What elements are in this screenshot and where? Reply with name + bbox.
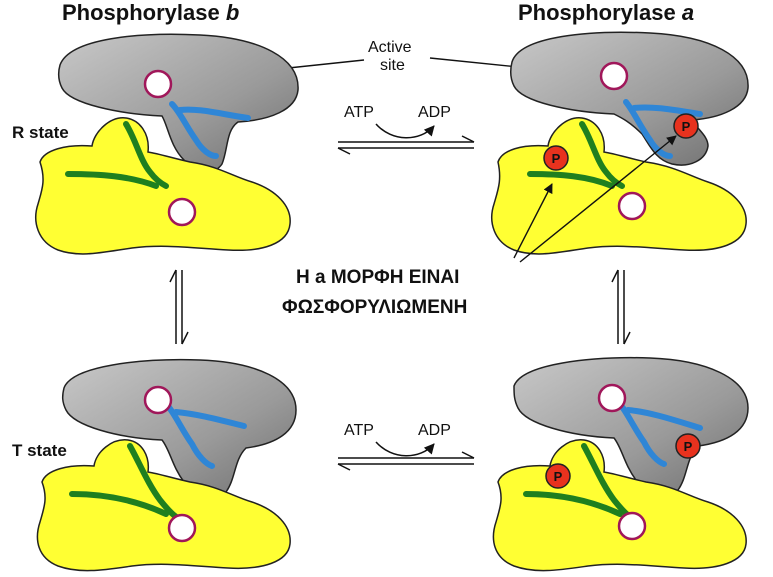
- callout-line2: ΦΩΣΦΟΡΥΛΙΩΜΕΝΗ: [282, 297, 467, 318]
- blue-helix: [165, 403, 215, 469]
- phosphate-group: P: [673, 113, 699, 139]
- blue-helix-branch: [631, 104, 703, 117]
- label-t-state: T state: [12, 441, 67, 460]
- phosphate-group: P: [545, 463, 571, 489]
- phosphate-circle: [673, 113, 699, 139]
- adp-label: ADP: [418, 104, 451, 121]
- phosphate-circle: [675, 433, 701, 459]
- blue-helix-branch: [177, 106, 251, 121]
- title-phosphorylase-a: Phosphorylase a: [518, 0, 694, 25]
- green-helix: [123, 121, 169, 189]
- binding-site-ring: [167, 513, 197, 543]
- green-helix-branch: [69, 491, 169, 517]
- blue-helix-branch: [173, 409, 247, 429]
- active-site-label-line1: Active: [368, 39, 412, 56]
- blue-helix: [617, 401, 667, 467]
- green-helix: [127, 443, 181, 521]
- phosphate-circle: [543, 145, 569, 171]
- callout-arrow-to-phosphate-2: [519, 135, 677, 263]
- equilibrium-arrows-icon: [169, 269, 189, 345]
- phosphate-label: P: [552, 151, 561, 166]
- equilibrium-arrows-icon: [337, 135, 475, 155]
- blue-helix: [623, 99, 673, 159]
- phosphate-circle: [545, 463, 571, 489]
- binding-site-ring: [617, 191, 647, 221]
- gray-subunit: [509, 31, 749, 166]
- active-site-ring: [599, 61, 629, 91]
- green-helix-branch: [523, 491, 623, 517]
- phosphate-label: P: [682, 119, 691, 134]
- phosphate-group: P: [543, 145, 569, 171]
- curved-arrow-icon: [375, 441, 435, 457]
- atp-label: ATP: [344, 422, 374, 439]
- callout-line1: Η a ΜΟΡΦΗ ΕΙΝΑΙ: [296, 267, 459, 288]
- label-r-state: R state: [12, 123, 69, 142]
- green-helix-branch: [527, 171, 615, 189]
- callout-arrow-to-phosphate-1: [513, 183, 553, 259]
- atp-label: ATP: [344, 104, 374, 121]
- phosphate-label: P: [554, 469, 563, 484]
- active-site-ring: [597, 383, 627, 413]
- enzyme-b-t-state: [36, 358, 297, 572]
- active-site-ring: [143, 69, 173, 99]
- binding-site-ring: [167, 197, 197, 227]
- gray-subunit: [57, 33, 299, 172]
- active-site-ring: [143, 385, 173, 415]
- reaction-top: ATP ADP: [337, 104, 475, 155]
- equilibrium-arrows-icon: [337, 451, 475, 471]
- active-site-label-line2: site: [380, 57, 405, 74]
- green-helix-branch: [65, 171, 159, 189]
- enzyme-a-r-state: P P: [491, 31, 749, 255]
- phosphate-label: P: [684, 439, 693, 454]
- phosphate-group: P: [675, 433, 701, 459]
- equilibrium-arrows-icon: [611, 269, 631, 345]
- binding-site-ring: [617, 511, 647, 541]
- enzyme-a-t-state: P P: [492, 356, 749, 572]
- reaction-bottom: ATP ADP: [337, 422, 475, 471]
- title-phosphorylase-b: Phosphorylase b: [62, 0, 239, 25]
- adp-label: ADP: [418, 422, 451, 439]
- curved-arrow-icon: [375, 123, 435, 139]
- enzyme-b-r-state: [35, 33, 299, 255]
- blue-helix-branch: [625, 407, 703, 431]
